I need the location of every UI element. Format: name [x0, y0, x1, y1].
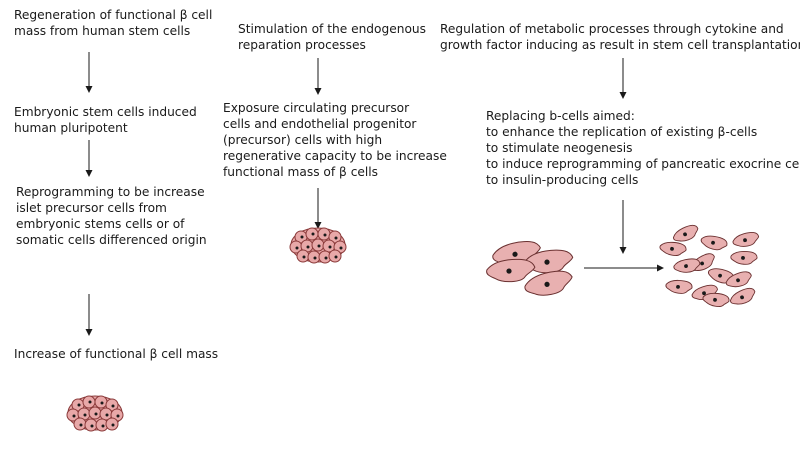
col2-step1-text: Stimulation of the endogenous reparation…: [238, 22, 426, 52]
col1-step3-text: Reprogramming to be increase islet precu…: [16, 185, 207, 247]
col3-step2-text: Replacing b-cells aimed: to enhance the …: [486, 109, 800, 187]
progenitor-cells-icon: [485, 238, 575, 300]
col2-step2-text: Exposure circulating precursor cells and…: [223, 101, 447, 179]
beta-cell-cluster-icon: [289, 227, 347, 264]
replicated-cells-icon: [658, 222, 761, 309]
col1-step1-text: Regeneration of functional β cell mass f…: [14, 8, 213, 38]
beta-cell-cluster-icon: [66, 395, 124, 432]
col1-step2-text: Embryonic stem cells induced human pluri…: [14, 105, 197, 135]
col3-step1-text: Regulation of metabolic processes throug…: [440, 22, 800, 52]
col1-step4-text: Increase of functional β cell mass: [14, 347, 219, 361]
